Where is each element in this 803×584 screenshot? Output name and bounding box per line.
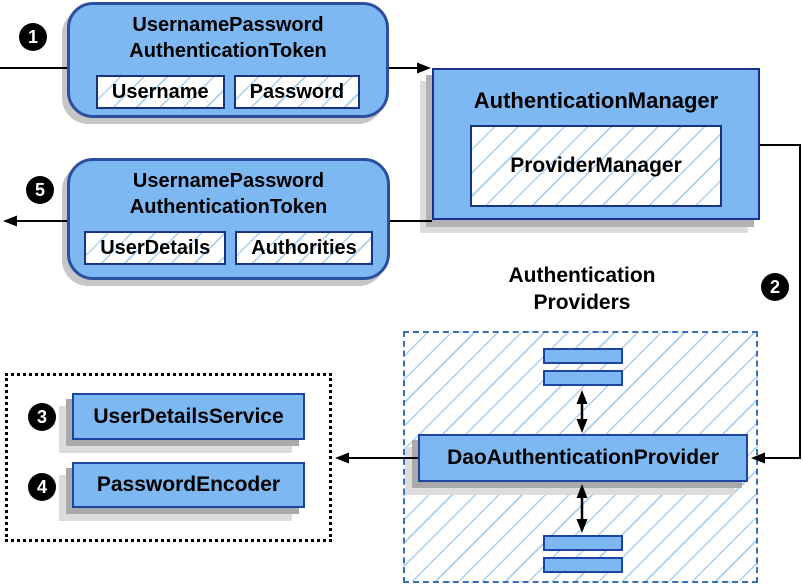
dao-authentication-provider-label: DaoAuthenticationProvider — [447, 446, 719, 469]
provider-stack-bar — [543, 535, 623, 551]
manager-to-dao-line — [760, 144, 801, 459]
dao-to-collaborators-arrowhead — [335, 452, 349, 464]
outgoing-response-arrowhead — [3, 215, 17, 227]
authorities-field-box: Authorities — [235, 231, 373, 265]
authentication-manager-box: AuthenticationManager ProviderManager — [432, 68, 760, 220]
token-title: UsernamePassword AuthenticationToken — [129, 170, 328, 218]
provider-stack-bar — [543, 370, 623, 386]
username-password-authentication-token-response: UsernamePassword AuthenticationToken Use… — [67, 158, 390, 280]
provider-stack-bar — [543, 348, 623, 364]
step-5-badge: 5 — [26, 176, 54, 204]
provider-stack-bar — [543, 557, 623, 573]
step-1-badge: 1 — [19, 23, 47, 51]
collaborators-container — [5, 373, 332, 542]
user-details-field-box: UserDetails — [84, 231, 227, 265]
password-encoder-label: PasswordEncoder — [96, 473, 281, 496]
password-field-box: Password — [233, 75, 361, 109]
arrow-token-to-manager-head — [417, 62, 431, 74]
token-fields: UserDetails Authorities — [84, 231, 373, 265]
step-4-badge: 4 — [28, 473, 56, 501]
user-details-service-label: UserDetailsService — [93, 404, 284, 428]
authentication-manager-title: AuthenticationManager — [473, 88, 719, 113]
provider-manager-box: ProviderManager — [470, 125, 722, 207]
dao-authentication-provider-box: DaoAuthenticationProvider — [418, 434, 748, 482]
authentication-providers-label: Authentication Providers — [508, 264, 656, 314]
token-fields: Username Password — [95, 75, 361, 109]
token-title: UsernamePassword AuthenticationToken — [129, 14, 327, 62]
username-field-box: Username — [95, 75, 225, 109]
username-password-authentication-token-request: UsernamePassword AuthenticationToken Use… — [67, 2, 389, 118]
provider-manager-label: ProviderManager — [510, 154, 682, 177]
user-details-service-box: UserDetailsService — [72, 393, 305, 440]
step-2-badge: 2 — [761, 273, 789, 301]
step-3-badge: 3 — [28, 403, 56, 431]
password-encoder-box: PasswordEncoder — [72, 462, 305, 508]
